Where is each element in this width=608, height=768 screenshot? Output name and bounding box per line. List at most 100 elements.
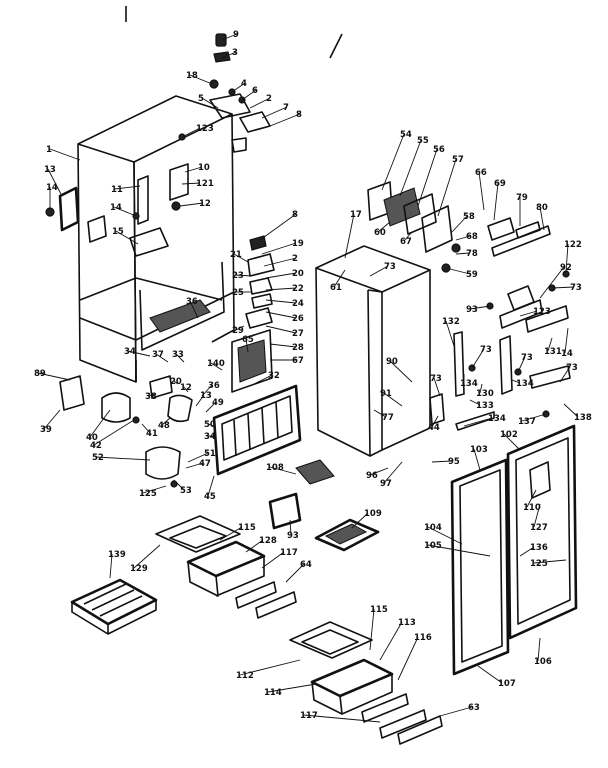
leader-line-c137	[521, 413, 547, 422]
callout-label-c10: 10	[198, 163, 210, 173]
leader-line-c112	[239, 659, 301, 676]
leader-line-c9	[221, 33, 238, 41]
callout-label-c50: 50	[204, 420, 216, 430]
callout-label-c2: 2	[266, 94, 272, 104]
leader-line-c77	[373, 409, 387, 418]
callout-label-c91: 91	[380, 389, 392, 399]
callout-label-c115a: 115	[238, 523, 256, 533]
callout-label-c117a: 117	[280, 548, 298, 558]
leader-line-c63	[439, 706, 473, 717]
callout-label-c107: 107	[498, 679, 516, 689]
leader-line-c23	[235, 274, 253, 277]
leader-line-c90	[389, 360, 413, 383]
callout-label-c134b: 134	[516, 379, 534, 389]
callout-label-c23: 23	[232, 271, 244, 281]
leader-line-c50	[207, 423, 215, 427]
leader-line-c36b	[201, 384, 213, 397]
leader-line-c14b	[113, 206, 137, 217]
leader-line-c13	[47, 168, 63, 197]
callout-label-c45: 45	[204, 492, 216, 502]
leader-line-c115b	[369, 608, 375, 651]
callout-label-c90: 90	[386, 357, 398, 367]
callout-label-c14a: 14	[46, 183, 58, 193]
callout-label-c92: 92	[560, 263, 572, 273]
callout-label-c20b: 20	[170, 377, 182, 387]
leader-line-c78	[455, 252, 471, 255]
left-side-brackets	[45, 163, 189, 257]
callout-label-c114: 114	[264, 688, 282, 698]
callout-label-c36a: 36	[186, 297, 198, 307]
callout-label-c11: 11	[111, 185, 123, 195]
leader-line-c73f	[433, 377, 441, 397]
callout-label-c109: 109	[364, 509, 382, 519]
leader-line-c3	[221, 51, 237, 59]
callout-label-c55: 55	[417, 136, 429, 146]
callout-label-c122: 122	[564, 240, 582, 250]
callout-label-c51: 51	[204, 449, 216, 459]
callout-label-c129: 129	[130, 564, 148, 574]
callout-label-c103: 103	[470, 445, 488, 455]
callout-label-c73c: 73	[480, 345, 492, 355]
callout-label-c80: 80	[536, 203, 548, 213]
cabinet-liner	[77, 95, 235, 383]
callout-label-c121: 121	[196, 179, 214, 189]
callout-label-c65: 65	[242, 335, 254, 345]
leader-line-c28	[269, 343, 297, 348]
leader-line-c54	[381, 133, 405, 191]
leader-line-c10	[184, 166, 203, 173]
callout-label-c44: 44	[428, 423, 440, 433]
callout-label-c34b: 34	[204, 432, 216, 442]
leader-line-c108	[269, 466, 297, 475]
callout-label-c102: 102	[500, 430, 518, 440]
callout-label-c136: 136	[530, 543, 548, 553]
edge-mark	[329, 33, 343, 59]
leader-line-c59	[445, 267, 471, 275]
callout-label-c15: 15	[112, 227, 124, 237]
leader-line-c6	[241, 89, 257, 101]
leader-line-c123b	[519, 310, 538, 317]
leader-line-c8b	[259, 213, 297, 241]
leader-line-c123	[181, 127, 201, 138]
callout-label-c69: 69	[494, 179, 506, 189]
callout-label-c26: 26	[292, 314, 304, 324]
callout-label-c97: 97	[380, 479, 392, 489]
leader-line-c106	[537, 637, 541, 662]
callout-label-c96: 96	[366, 471, 378, 481]
callout-label-c117b: 117	[300, 711, 318, 721]
callout-label-c64: 64	[300, 560, 312, 570]
callout-label-c32: 32	[268, 371, 280, 381]
callout-label-c105: 105	[424, 541, 442, 551]
callout-label-c59: 59	[466, 270, 478, 280]
leader-line-c36a	[189, 300, 199, 319]
callout-label-c14c: 14	[561, 349, 573, 359]
leader-line-c102	[503, 433, 521, 451]
leader-line-c41	[141, 423, 151, 434]
callout-label-c54: 54	[400, 130, 412, 140]
leader-line-c130	[479, 383, 483, 394]
callout-label-c39: 39	[40, 425, 52, 435]
callout-label-c52: 52	[92, 453, 104, 463]
leader-line-c92	[539, 266, 565, 299]
leader-line-c69	[493, 182, 499, 221]
callout-label-c33: 33	[172, 350, 184, 360]
leader-line-c80	[539, 206, 545, 231]
callout-label-c93b: 93	[287, 531, 299, 541]
callout-label-c112: 112	[236, 671, 254, 681]
callout-label-c104: 104	[424, 523, 442, 533]
freezer-liner	[315, 245, 431, 457]
leader-line-c127	[533, 503, 541, 528]
leader-line-c55	[399, 139, 422, 197]
callout-label-c77: 77	[382, 413, 394, 423]
leader-line-c66	[478, 171, 485, 211]
leader-line-c97	[383, 461, 403, 484]
leader-line-c40a	[210, 362, 223, 371]
leader-line-c68	[455, 235, 471, 241]
callout-label-c29: 29	[232, 326, 244, 336]
callout-label-c57: 57	[452, 155, 464, 165]
leader-line-c136	[519, 546, 535, 557]
callout-label-c113: 113	[398, 618, 416, 628]
callout-label-c110: 110	[523, 503, 541, 513]
leader-line-c139	[109, 553, 113, 579]
callout-label-c134a: 134	[460, 379, 478, 389]
